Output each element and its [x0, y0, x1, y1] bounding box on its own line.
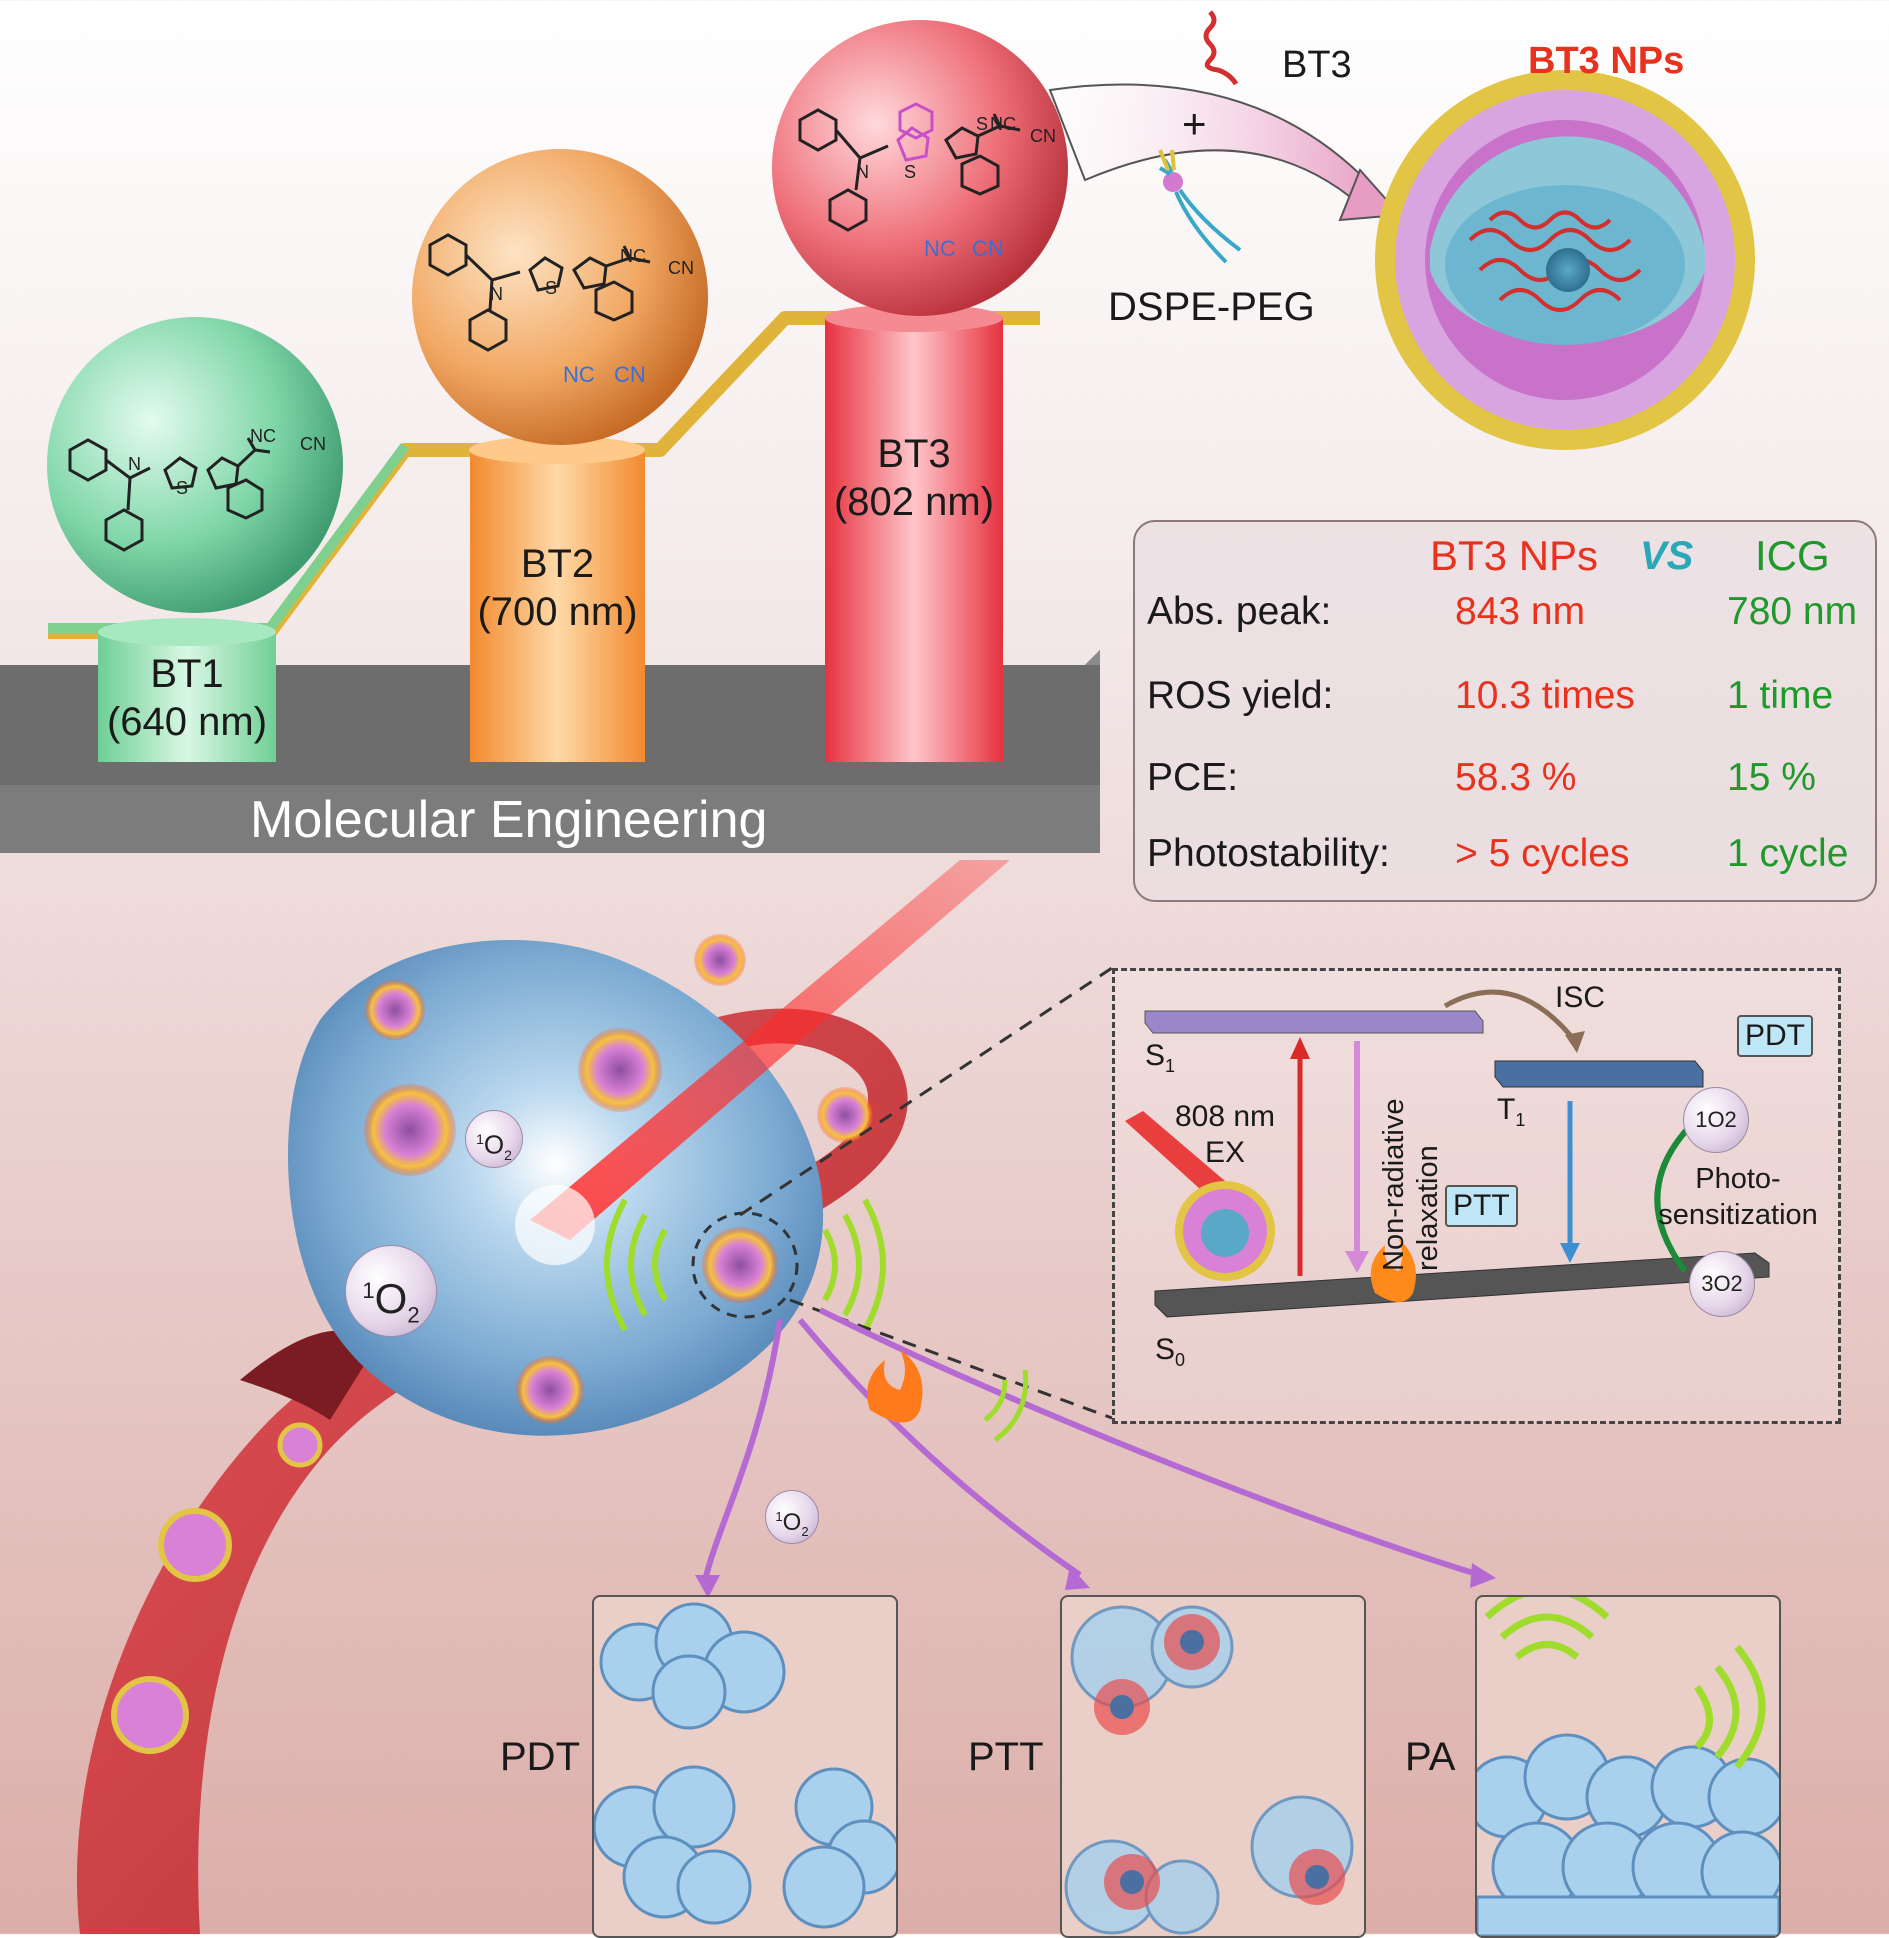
svg-text:CN: CN [1030, 126, 1056, 146]
svg-text:N: N [856, 162, 869, 182]
pillar-bt1-label: BT1 (640 nm) [98, 650, 276, 746]
pa-panel [1475, 1595, 1781, 1938]
svg-text:N: N [490, 284, 503, 304]
dspe-peg-label: DSPE-PEG [1108, 285, 1315, 329]
pillar-bt1-name: BT1 [150, 652, 224, 696]
photosensitization-label: Photo-sensitization [1658, 1163, 1818, 1231]
s0-label: S0 [1155, 1333, 1186, 1370]
pillar-bt3-label: BT3 (802 nm) [815, 430, 1013, 526]
comparison-row: Abs. peak: 843 nm 780 nm [1135, 590, 1875, 640]
singlet-oxygen-bubble: 1O2 [465, 1110, 523, 1168]
ptt-cells [1064, 1605, 1354, 1935]
isc-label: ISC [1555, 981, 1606, 1014]
row-label: Abs. peak: [1147, 590, 1332, 633]
svg-text:NC: NC [924, 236, 956, 261]
svg-text:CN: CN [300, 434, 326, 454]
pillar-bt1-wavelength: (640 nm) [106, 700, 268, 744]
ptt-tag: PTT [1445, 1185, 1518, 1227]
row-value-a: > 5 cycles [1455, 832, 1630, 875]
pa-panel-label: PA [1405, 1735, 1456, 1779]
svg-text:S: S [545, 278, 557, 298]
svg-text:S: S [904, 162, 916, 182]
pillar-bt2-label: BT2 (700 nm) [460, 540, 655, 636]
pdt-tag: PDT [1737, 1015, 1813, 1057]
singlet-oxygen-bubble: 1O2 [1683, 1087, 1749, 1153]
pdt-panel [592, 1595, 898, 1938]
s1-label: S1 [1145, 1039, 1176, 1076]
svg-text:NC: NC [250, 426, 276, 446]
pillar-bt2-wavelength: (700 nm) [477, 590, 638, 634]
row-value-a: 843 nm [1455, 590, 1586, 633]
svg-text:NC: NC [563, 362, 595, 387]
pdt-panel-label: PDT [500, 1735, 580, 1779]
pdt-cells [594, 1602, 896, 1929]
plus-sign: + [1182, 100, 1207, 147]
row-value-b: 1 time [1727, 674, 1834, 717]
pillar-bt3-wavelength: (802 nm) [833, 480, 995, 524]
singlet-oxygen-bubble: 1O2 [765, 1490, 819, 1544]
row-label: ROS yield: [1147, 674, 1334, 717]
svg-text:NC: NC [620, 246, 646, 266]
pa-cells [1477, 1597, 1779, 1936]
svg-text:CN: CN [614, 362, 646, 387]
row-value-a: 58.3 % [1455, 756, 1577, 799]
bt3-nps-title: BT3 NPs [1528, 40, 1685, 82]
row-label: Photostability: [1147, 832, 1390, 875]
ptt-panel-label: PTT [968, 1735, 1044, 1779]
bt3-reagent-label: BT3 [1282, 44, 1352, 86]
svg-text:NC: NC [990, 114, 1016, 134]
svg-text:CN: CN [972, 236, 1004, 261]
molecular-engineering-label: Molecular Engineering [250, 791, 768, 849]
row-value-b: 780 nm [1727, 590, 1858, 633]
comparison-row: ROS yield: 10.3 times 1 time [1135, 674, 1875, 724]
svg-text:CN: CN [668, 258, 694, 278]
mol-n-label: N [128, 454, 141, 474]
svg-text:S: S [176, 478, 188, 498]
jablonski-drawing [1125, 989, 1770, 1318]
row-value-b: 1 cycle [1727, 832, 1849, 875]
ptt-panel [1060, 1595, 1366, 1938]
comparison-row: PCE: 58.3 % 15 % [1135, 756, 1875, 806]
comparison-row: Photostability: > 5 cycles 1 cycle [1135, 832, 1875, 882]
row-value-b: 15 % [1727, 756, 1816, 799]
singlet-oxygen-bubble: 1O2 [345, 1245, 437, 1337]
pillar-bt2-name: BT2 [520, 542, 595, 586]
col-b-header: ICG [1755, 532, 1830, 579]
pillar-bt3-name: BT3 [877, 432, 951, 476]
comparison-table: BT3 NPs VS ICG Abs. peak: 843 nm 780 nm … [1133, 520, 1877, 902]
row-value-a: 10.3 times [1455, 674, 1635, 717]
t1-label: T1 [1497, 1093, 1526, 1130]
top-illustration: N S NC CN N S NC CN NC CN N S S NC CN NC CN [0, 10, 1755, 853]
svg-text:S: S [976, 114, 988, 134]
col-a-header: BT3 NPs [1430, 532, 1599, 579]
vs-label: VS [1640, 534, 1694, 578]
row-label: PCE: [1147, 756, 1239, 799]
triplet-oxygen-bubble: 3O2 [1689, 1251, 1755, 1317]
